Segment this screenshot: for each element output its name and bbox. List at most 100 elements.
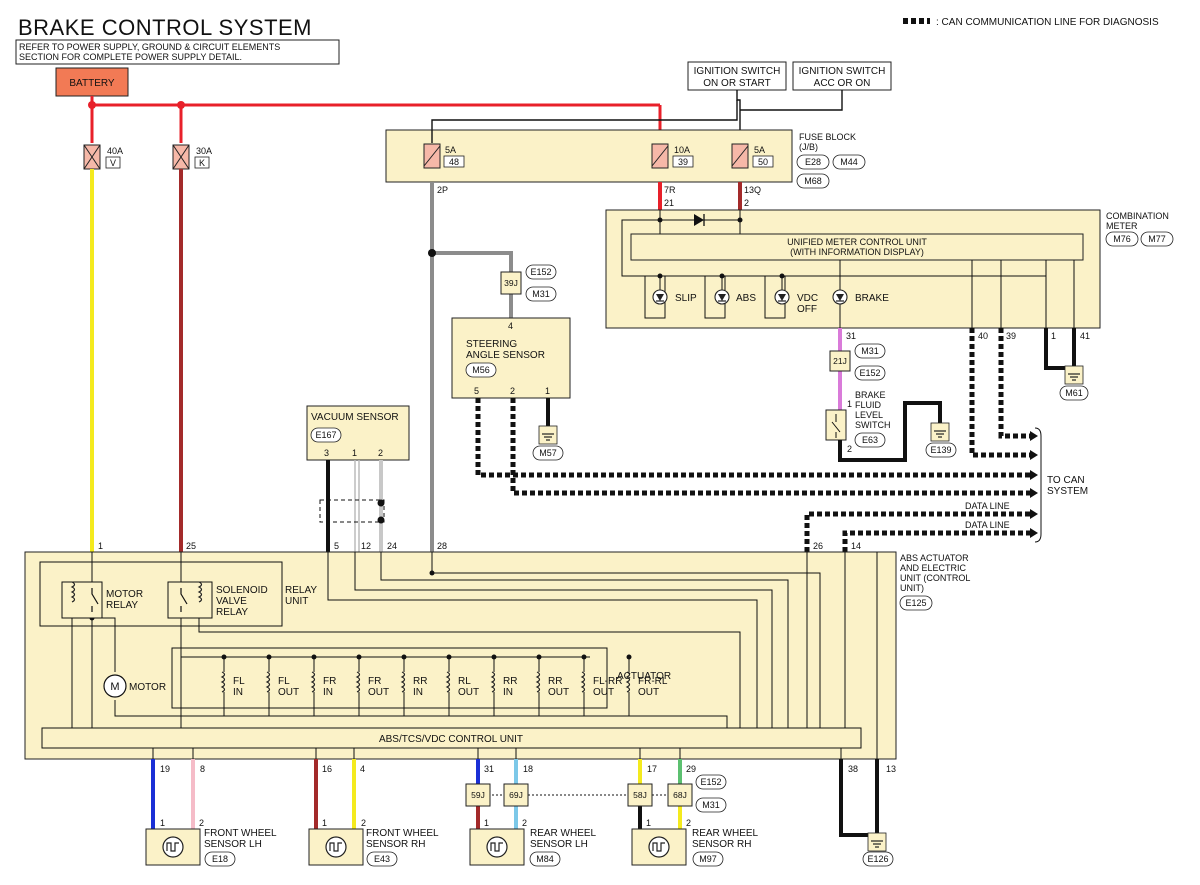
abs-internal-wiring [39,552,878,759]
can-system-brace [1034,427,1042,543]
meter-label: COMBINATION [1106,211,1169,221]
vacuum-pin-2: 2 [378,448,383,458]
ws-pin-2: 2 [686,818,691,828]
data-line-label-1: DATA LINE [965,501,1010,511]
ignition-wires [431,90,843,130]
fl-sensor-conn: E18 [212,854,228,864]
valve-label-top: FL [233,676,245,687]
solenoid-label-2: VALVE [216,596,247,607]
meter-pin-31: 31 [846,331,856,341]
front-wheel-sensor-rh: 1 2 [308,818,366,866]
combination-meter [605,209,1101,329]
motor-relay-label-1: MOTOR [106,589,143,600]
brake-switch-line1: BRAKE [855,390,886,400]
ground-m61-icon [1064,365,1084,385]
solenoid-valve-relay [167,581,213,619]
shield-dashed [319,499,385,523]
ground-e126-icon [867,832,887,852]
junction-39j-label: 39J [504,278,518,288]
ign2-line2: ACC OR ON [814,78,871,89]
fl-sensor-label-1: FRONT WHEEL [204,828,277,839]
terminal-7r: 7R [664,185,676,195]
wire-meter-ground [1044,328,1076,370]
slip-lamp-icon [652,289,668,305]
note-line-2: SECTION FOR COMPLETE POWER SUPPLY DETAIL… [19,52,242,62]
ground-m57-label: M57 [539,448,557,458]
can-legend-text: : CAN COMMUNICATION LINE FOR DIAGNOSIS [936,17,1159,28]
fuse-block-conn-e28: E28 [805,157,821,167]
abs-pin: 24 [387,541,397,551]
abs-pin: 38 [848,764,858,774]
junction-39j [500,271,522,295]
rr-sensor-conn: M97 [699,854,717,864]
vacuum-conn: E167 [315,430,336,440]
fuse-40a-amp: 40A [107,146,123,156]
fr-sensor-conn: E43 [374,854,390,864]
brake-pin-2: 2 [847,444,852,454]
fuse-block-conn-m44: M44 [840,157,858,167]
abs-pin: 18 [523,764,533,774]
abs-label-1: ABS ACTUATOR [900,553,969,563]
valve-label-top: FL-RR [593,676,622,687]
meter-pin-40: 40 [978,331,988,341]
solenoid-label-3: RELAY [216,607,248,618]
junction-58j [627,783,653,807]
wire-abs-ground [839,759,879,837]
fuse-30a-id: K [199,158,205,168]
fuse-50-num: 50 [758,157,768,167]
meter-diode-icon [694,214,704,226]
rear-wheel-sensor-rh: 1 2 [631,818,691,866]
vdc-label-1: VDC [797,293,818,304]
vacuum-pin-1: 1 [352,448,357,458]
abs-pin: 13 [886,764,896,774]
valve-label-bottom: OUT [548,687,569,698]
steering-pin-4: 4 [508,321,513,331]
brake-switch-line2: FLUID [855,400,882,410]
ws-pin-1: 1 [646,818,651,828]
fuse-39-amp: 10A [674,145,690,155]
wheel-conn-m31: M31 [702,800,720,810]
vdc-label-2: OFF [797,304,817,315]
meter-conn-m76: M76 [1113,234,1131,244]
wire-gray-steering [432,251,513,272]
steering-label-1: STEERING [466,339,517,350]
brake-switch-line3: LEVEL [855,410,883,420]
brake-lamp-icon [832,289,848,305]
abs-pin: 16 [322,764,332,774]
junction-dot [88,101,96,109]
steering-label-2: ANGLE SENSOR [466,350,545,361]
valve-label-top: RR [503,676,517,687]
fuse-block-label: FUSE BLOCK [799,132,856,142]
ws-pin-2: 2 [522,818,527,828]
brake-switch-line4: SWITCH [855,420,891,430]
motor-label: MOTOR [129,682,166,693]
control-unit-label: ABS/TCS/VDC CONTROL UNIT [379,734,523,745]
wheel-sensor-icon [648,836,670,858]
abs-label-3: UNIT (CONTROL [900,573,970,583]
wire-brake-ground [838,401,942,462]
vacuum-pin-3: 3 [324,448,329,458]
fuse-30a-icon [172,144,190,170]
wheel-sensor-icon [162,836,184,858]
brake-pin-1: 1 [847,399,852,409]
abs-pin: 29 [686,764,696,774]
abs-pin: 4 [360,764,365,774]
fuse-48-num: 48 [449,157,459,167]
valve-label-bottom: IN [413,687,423,698]
valve-label-top: FR-RL [638,676,668,687]
fuse-40a-id: V [110,158,116,168]
vdc-off-lamp-icon [774,289,790,305]
valve-label-bottom: OUT [458,687,479,698]
abs-pin: 19 [160,764,170,774]
wheel-sensor-icon [325,836,347,858]
battery-box [55,67,129,97]
fuse-30a-amp: 30A [196,146,212,156]
valve-label-top: FL [278,676,290,687]
note-box [15,39,340,65]
